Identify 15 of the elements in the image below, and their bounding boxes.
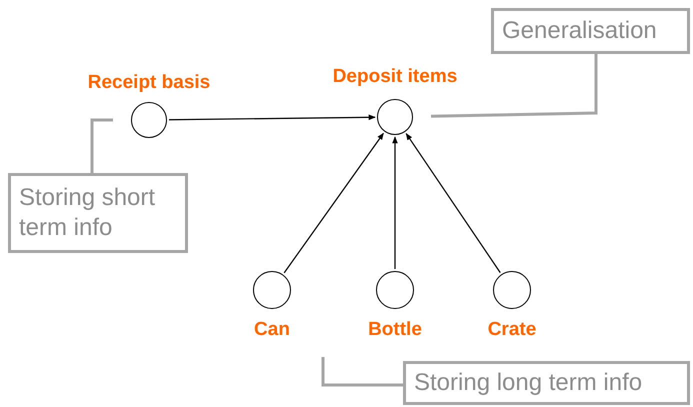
note-box: Generalisation: [491, 8, 690, 54]
node-label: Bottle: [368, 318, 422, 342]
node-label: Can: [254, 318, 290, 342]
arrow: [284, 132, 384, 274]
note-box: Storing short term info: [8, 173, 188, 253]
node-label: Crate: [488, 318, 536, 342]
note-box: Storing long term info: [403, 361, 690, 405]
arrow: [169, 114, 376, 120]
leader-line: [90, 118, 113, 173]
node-label: Receipt basis: [88, 71, 210, 95]
arrow: [406, 132, 501, 273]
leader-line: [430, 54, 598, 118]
arrow: [392, 136, 398, 269]
leader-line: [322, 357, 403, 386]
node-label: Deposit items: [332, 65, 458, 89]
